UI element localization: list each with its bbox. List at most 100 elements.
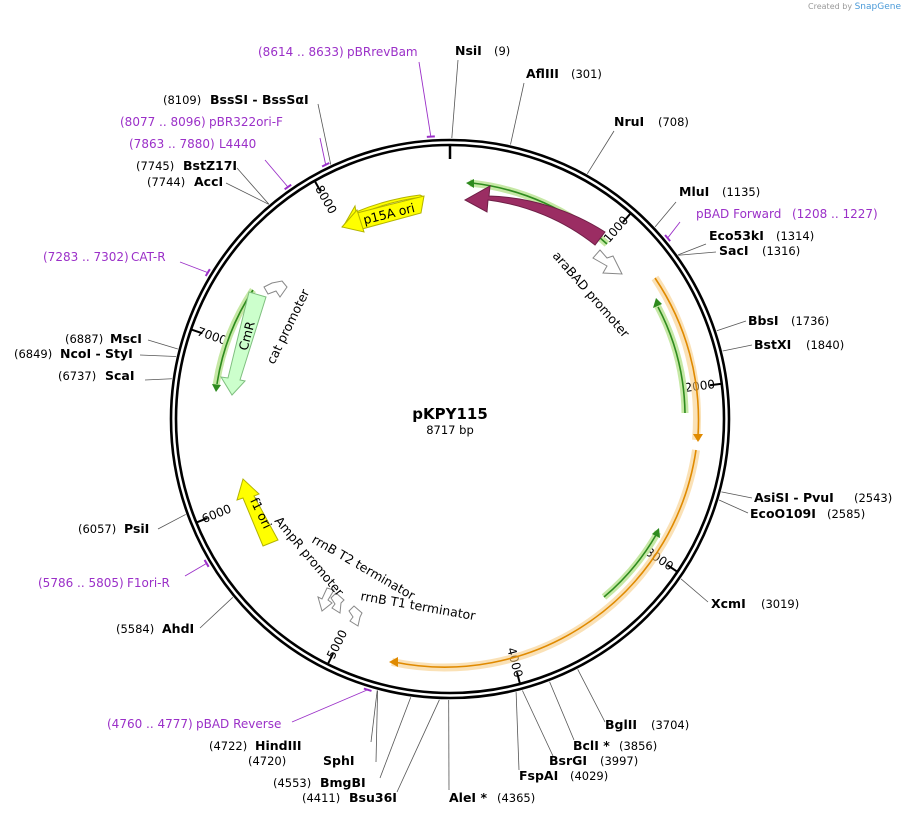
site-leader-line bbox=[716, 320, 747, 332]
site-name: AflIII bbox=[526, 66, 559, 81]
cat-promoter-label: cat promoter bbox=[263, 286, 313, 367]
primer-leader-line bbox=[418, 61, 432, 137]
tick-label: 2000 bbox=[684, 377, 716, 395]
site-name: BsrGI bbox=[549, 753, 587, 768]
green-orf-head-1 bbox=[466, 179, 474, 188]
site-leader-line bbox=[144, 378, 172, 381]
tick-mark bbox=[195, 517, 208, 524]
f1-ori-arrow bbox=[236, 478, 279, 547]
site-leader-line bbox=[199, 597, 234, 629]
site-leader-line bbox=[677, 243, 707, 256]
site-leader-line bbox=[147, 339, 178, 350]
site-position: (6849) bbox=[14, 347, 52, 361]
site-position: (1840) bbox=[806, 338, 844, 352]
site-position: (4722) bbox=[209, 739, 247, 753]
green-orf-line-2 bbox=[657, 306, 686, 414]
tick-mark bbox=[326, 653, 335, 665]
snapgene-watermark: Created by SnapGene bbox=[808, 2, 901, 12]
site-leader-line bbox=[451, 59, 459, 139]
site-name: MscI bbox=[110, 331, 142, 346]
site-position: (4553) bbox=[273, 776, 311, 790]
tick-mark bbox=[515, 672, 521, 685]
site-name: FspAI bbox=[519, 768, 558, 783]
site-leader-line bbox=[139, 354, 177, 357]
site-position: (3019) bbox=[761, 597, 799, 611]
site-position: (3704) bbox=[651, 718, 689, 732]
site-name: AsiSI - PvuI bbox=[754, 490, 834, 505]
primer-leader-line bbox=[184, 562, 207, 577]
primer-name: F1ori-R bbox=[127, 576, 170, 590]
primer-leader-line bbox=[319, 137, 327, 165]
site-leader-line bbox=[370, 690, 378, 743]
site-position: (6057) bbox=[78, 522, 116, 536]
site-name: MluI bbox=[679, 184, 709, 199]
site-leader-line bbox=[510, 82, 525, 145]
backbone-outer bbox=[169, 138, 731, 700]
ampR-promoter-arrow bbox=[317, 587, 335, 612]
site-name: BbsI bbox=[748, 313, 779, 328]
site-name: AhdI bbox=[162, 621, 194, 636]
green-orf-line-3 bbox=[603, 534, 657, 598]
araBAD-promoter-label: araBAD promoter bbox=[550, 248, 634, 341]
tick-label: 6000 bbox=[200, 502, 234, 527]
site-position: (6887) bbox=[65, 332, 103, 346]
primer-leader-line bbox=[264, 159, 289, 188]
rrnB-T1-terminator-label: rrnB T1 terminator bbox=[359, 588, 477, 623]
primer-binding-mark bbox=[284, 183, 292, 191]
tick-mark bbox=[190, 328, 203, 335]
site-name: NsiI bbox=[455, 43, 482, 58]
site-leader-line bbox=[577, 669, 606, 723]
tick-mark bbox=[709, 382, 722, 387]
plasmid-size: 8717 bp bbox=[426, 423, 474, 437]
green-orf-head-2 bbox=[653, 298, 662, 308]
primer-name: L4440 bbox=[219, 137, 256, 151]
araBAD-promoter-arrow bbox=[592, 249, 623, 275]
site-leader-line bbox=[396, 699, 440, 793]
site-name: BssSI - BssSαI bbox=[210, 92, 309, 107]
primer-range: (7283 .. 7302) bbox=[43, 250, 129, 264]
site-name: AleI * bbox=[449, 790, 487, 805]
site-name: BstXI bbox=[754, 337, 791, 352]
CmR-arrow bbox=[220, 291, 267, 396]
site-name: BglII bbox=[605, 717, 637, 732]
site-name: PsiI bbox=[124, 521, 149, 536]
plasmid-name: pKPY115 bbox=[412, 405, 488, 423]
orange-orf-line bbox=[393, 277, 700, 668]
primer-name: pBRrevBam bbox=[347, 45, 418, 59]
site-position: (5584) bbox=[116, 622, 154, 636]
cat-promoter-arrow bbox=[263, 280, 288, 298]
site-name: BclI * bbox=[573, 738, 610, 753]
site-position: (2543) bbox=[854, 491, 892, 505]
site-position: (9) bbox=[494, 44, 510, 58]
primer-binding-mark bbox=[321, 162, 330, 168]
site-position: (6737) bbox=[58, 369, 96, 383]
site-name: SacI bbox=[719, 243, 749, 258]
site-name: BmgBI bbox=[320, 775, 366, 790]
CmR-label: CmR bbox=[236, 319, 258, 352]
tick-label: 8000 bbox=[312, 183, 339, 216]
primer-range: (5786 .. 5805) bbox=[38, 576, 124, 590]
site-name: Bsu36I bbox=[349, 790, 397, 805]
primer-name: pBAD Reverse bbox=[196, 717, 281, 731]
site-leader-line bbox=[157, 514, 186, 530]
site-name: AccI bbox=[194, 174, 223, 189]
site-leader-line bbox=[522, 690, 554, 757]
araC-arrow bbox=[463, 185, 606, 246]
site-leader-line bbox=[375, 690, 379, 763]
rrnB-T2-terminator-arrow bbox=[330, 592, 345, 614]
site-position: (8109) bbox=[163, 93, 201, 107]
site-position: (7744) bbox=[147, 175, 185, 189]
green-orf-head-3 bbox=[652, 528, 660, 538]
site-position: (4720) bbox=[248, 754, 286, 768]
primer-leader-line bbox=[667, 221, 681, 239]
primer-name: CAT-R bbox=[131, 250, 166, 264]
site-leader-line bbox=[654, 201, 677, 228]
tick-mark bbox=[622, 212, 632, 223]
site-position: (4029) bbox=[570, 769, 608, 783]
site-name: HindIII bbox=[255, 738, 302, 753]
site-leader-line bbox=[515, 692, 520, 771]
site-name: SphI bbox=[323, 753, 355, 768]
primer-name: pBAD Forward bbox=[696, 207, 781, 221]
site-position: (3856) bbox=[619, 739, 657, 753]
